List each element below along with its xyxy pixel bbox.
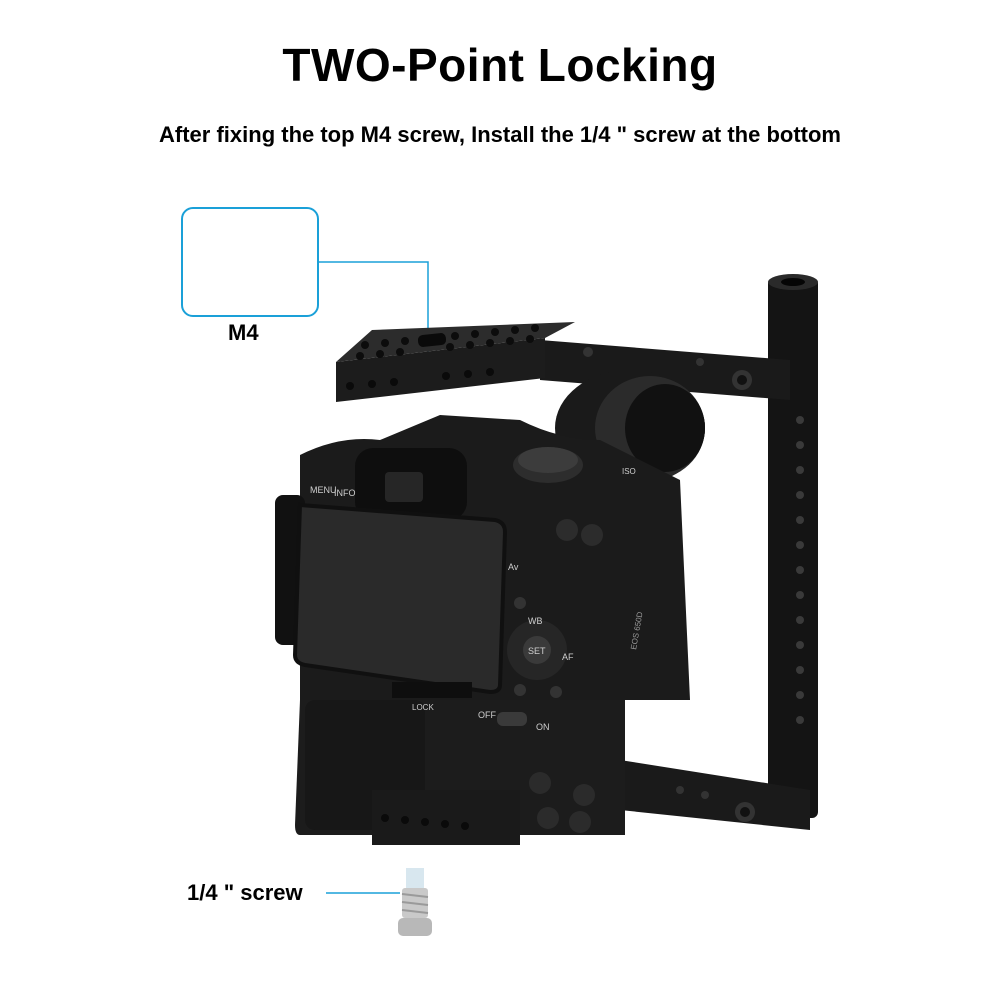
quarter-screw-label: 1/4 " screw (187, 880, 303, 905)
info-label: INFO (334, 488, 356, 498)
set-label: SET (528, 646, 546, 656)
mode-dial (513, 447, 583, 483)
rod-holes (796, 416, 804, 724)
m4-label: M4 (228, 320, 259, 345)
off-label: OFF (478, 710, 496, 720)
camera-buttons (507, 519, 603, 698)
av-label: Av (508, 562, 519, 572)
cage-bottom-arm (620, 760, 810, 830)
top-cheese-plate (336, 322, 575, 402)
cage-side-rod (768, 274, 818, 818)
wb-label: WB (528, 616, 543, 626)
lcd-screen (292, 502, 508, 695)
quarter-screw-icon (398, 868, 432, 936)
lock-label: LOCK (412, 703, 434, 712)
iso-label: ISO (622, 467, 636, 476)
menu-label: MENU (310, 485, 337, 495)
bottom-plate (372, 790, 520, 845)
on-label: ON (536, 722, 550, 732)
m4-callout-box (181, 207, 319, 317)
page-subtitle: After fixing the top M4 screw, Install t… (159, 122, 841, 147)
af-label: AF (562, 652, 574, 662)
viewfinder (355, 448, 467, 520)
page-title: TWO-Point Locking (282, 39, 718, 91)
